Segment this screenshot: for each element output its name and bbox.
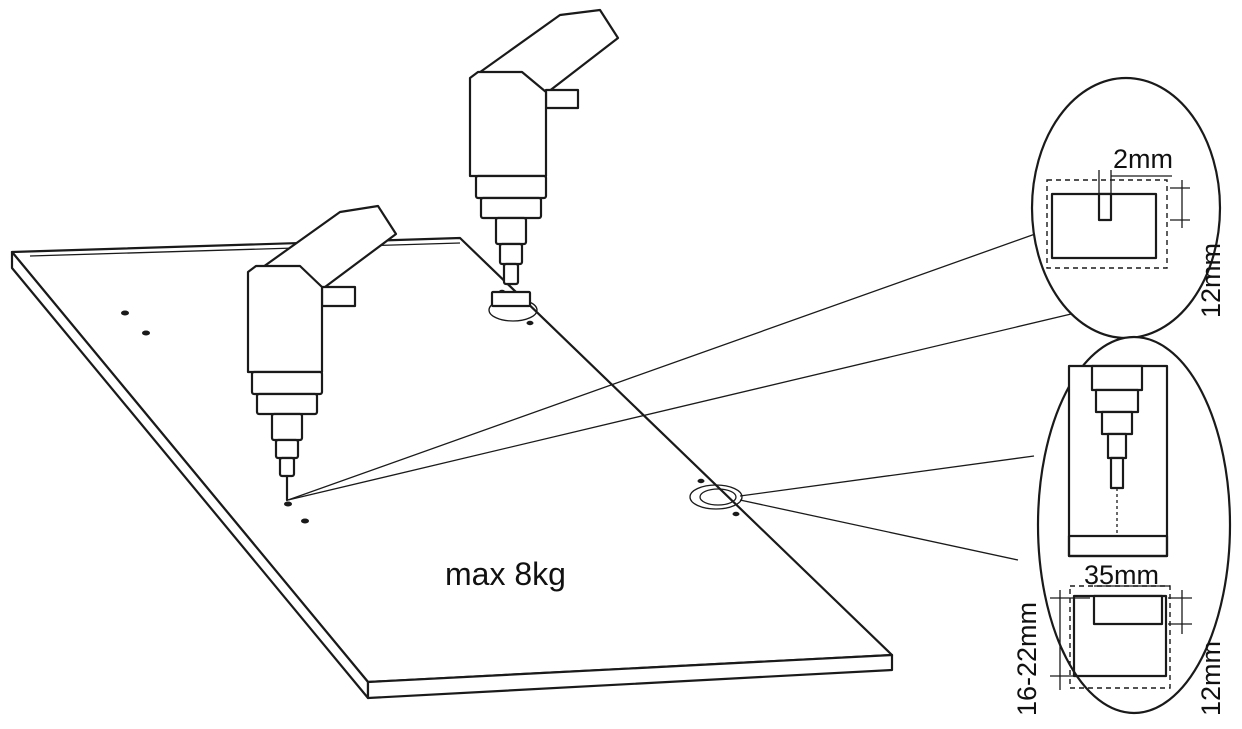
drill-icon xyxy=(246,204,398,502)
cup-depth-label: 12mm xyxy=(1196,641,1226,716)
callout-lines xyxy=(287,227,1089,561)
max-load-label: max 8kg xyxy=(445,556,566,592)
board-panel xyxy=(10,236,894,700)
hinge-cup-holes xyxy=(488,298,743,510)
detail-callout-small-hole: 2mm 12mm xyxy=(1030,76,1226,340)
drill-icon xyxy=(468,8,620,308)
hole-width-label: 2mm xyxy=(1113,144,1173,174)
cup-width-label: 35mm xyxy=(1084,560,1159,590)
detail-callout-cup-hole: 35mm 16-22mm 12mm xyxy=(1012,335,1232,716)
hole-depth-label: 12mm xyxy=(1196,243,1226,318)
cup-thickness-label: 16-22mm xyxy=(1012,602,1042,716)
